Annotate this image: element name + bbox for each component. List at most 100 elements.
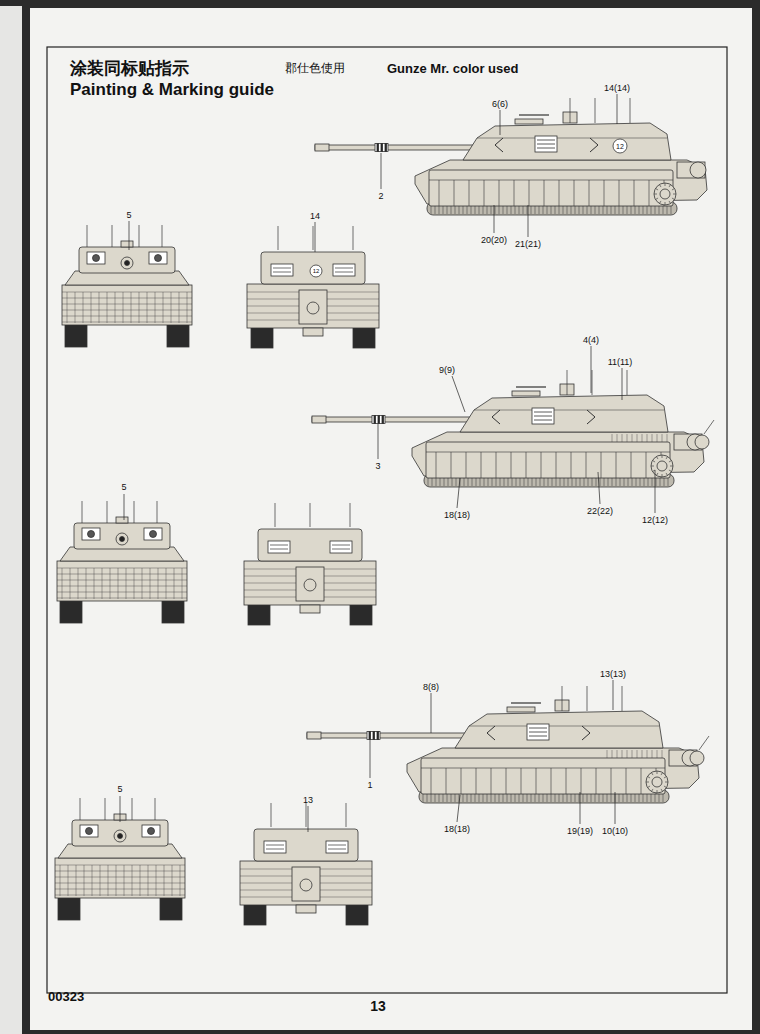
armour-grid xyxy=(107,292,108,323)
callout-number: 2 xyxy=(378,192,383,201)
flag-decal xyxy=(535,136,557,152)
armour-grid xyxy=(57,592,187,593)
skirt-panel xyxy=(476,768,477,794)
subtitle: Painting & Marking guide xyxy=(70,81,274,98)
skirt-panel xyxy=(496,452,497,478)
sprocket-tooth xyxy=(662,455,663,458)
armour-grid xyxy=(124,865,125,896)
rear-drum xyxy=(690,162,706,178)
sprocket-tooth xyxy=(665,782,668,783)
track xyxy=(350,603,372,625)
sprocket-tooth xyxy=(669,201,671,204)
page-title: 涂装同标贴指示 xyxy=(70,60,189,77)
flag-stripe xyxy=(335,272,353,273)
chevron-decal xyxy=(587,410,595,424)
sprocket-tooth xyxy=(666,456,668,459)
flag-decal xyxy=(333,264,355,276)
thermal-sleeve xyxy=(372,416,385,424)
rear-drum xyxy=(304,579,316,591)
sprocket-tooth xyxy=(652,789,654,792)
armour-grid xyxy=(67,292,68,323)
antenna xyxy=(570,98,571,123)
mesh xyxy=(612,434,613,442)
armour-grid xyxy=(110,568,111,599)
skirt-panel xyxy=(586,452,587,478)
turret-rear xyxy=(258,529,362,561)
armour-grid xyxy=(163,292,164,323)
flag-decal xyxy=(326,841,348,853)
sprocket-tooth xyxy=(672,189,675,191)
skirt-panel xyxy=(521,768,522,794)
track xyxy=(167,323,189,347)
track xyxy=(346,903,368,925)
gun-muzzle xyxy=(118,834,123,839)
armour-grid xyxy=(75,292,76,323)
skirt-panel xyxy=(596,768,597,794)
armour-grid xyxy=(148,865,149,896)
armour-grid xyxy=(156,865,157,896)
flag-stripe xyxy=(529,736,547,737)
leader-line xyxy=(528,205,529,237)
skirt-panel xyxy=(544,180,545,206)
crest-decal xyxy=(82,528,100,540)
hatch xyxy=(512,391,540,396)
armour-grid xyxy=(62,304,192,305)
skirt-panel xyxy=(589,180,590,206)
turret-edge xyxy=(474,410,664,411)
crest-decal xyxy=(142,825,160,837)
armour-grid xyxy=(187,292,188,323)
tank-rear-view xyxy=(240,803,372,925)
skirt-seam xyxy=(429,180,673,181)
skirt-panel xyxy=(469,180,470,206)
armour-grid xyxy=(57,568,187,569)
mesh xyxy=(612,750,613,758)
lower-hull xyxy=(62,285,192,325)
armour-grid xyxy=(142,568,143,599)
hull-rear xyxy=(247,284,379,328)
flag-stripe xyxy=(328,845,346,846)
drive-sprocket xyxy=(651,455,673,477)
mesh xyxy=(667,434,668,442)
flag-stripe xyxy=(335,268,353,269)
flag-stripe xyxy=(534,416,552,417)
track xyxy=(162,599,184,623)
hull-rear xyxy=(244,561,376,605)
hull-rear xyxy=(240,861,372,905)
rear-door xyxy=(299,290,327,324)
sprocket-tooth xyxy=(665,202,666,205)
armour-grid xyxy=(70,568,71,599)
sleeve-band xyxy=(385,144,387,152)
antenna xyxy=(278,226,279,250)
leader-line xyxy=(378,424,379,459)
flag-stripe xyxy=(270,549,288,550)
mesh xyxy=(652,434,653,442)
sprocket-tooth xyxy=(655,198,658,200)
machine-gun xyxy=(511,702,541,703)
leader-line xyxy=(452,376,465,412)
tank-side-view xyxy=(315,98,707,215)
sprocket-tooth xyxy=(657,456,659,459)
chevron-decal xyxy=(495,138,503,152)
sprocket-tooth xyxy=(652,772,654,775)
skirt-panel xyxy=(491,768,492,794)
sprocket-tooth xyxy=(657,771,658,774)
sprocket-tooth xyxy=(662,474,663,477)
callout-number: 4(4) xyxy=(583,336,599,345)
callout-number: 12 xyxy=(313,268,320,274)
flag-stripe xyxy=(328,849,346,850)
callout-number: 10(10) xyxy=(602,827,628,836)
callout-number: 5 xyxy=(117,785,122,794)
skirt-panel xyxy=(526,452,527,478)
flag-stripe xyxy=(266,845,284,846)
page-number: 00323 xyxy=(48,990,84,1003)
mesh xyxy=(642,750,643,758)
flag-stripe xyxy=(273,268,291,269)
skirt-seam xyxy=(426,452,670,453)
sprocket-tooth xyxy=(660,201,662,204)
tow-hitch xyxy=(296,905,316,913)
crest-decal xyxy=(87,252,105,264)
number-decal xyxy=(613,139,627,153)
sprocket-tooth xyxy=(655,189,658,191)
mesh xyxy=(662,750,663,758)
